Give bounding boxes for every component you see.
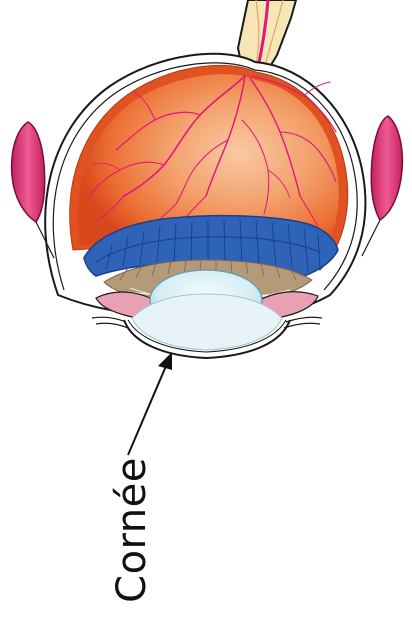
arrow-icon — [128, 352, 172, 455]
cornea-label: Cornée — [112, 457, 152, 603]
extraocular-muscle-right — [362, 116, 402, 256]
